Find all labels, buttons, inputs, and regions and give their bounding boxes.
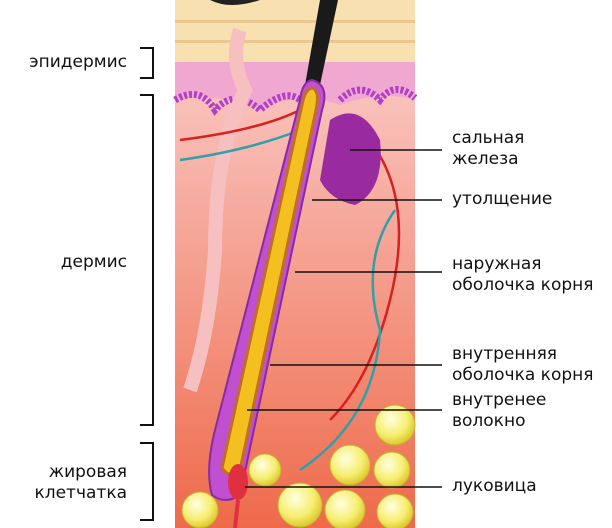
label-fat-line2: клетчатка — [34, 483, 127, 503]
label-dermis: дермис — [60, 252, 127, 272]
brackets — [140, 47, 154, 521]
label-outer-line1: наружная — [452, 254, 542, 274]
label-fiber-line2: волокно — [452, 411, 526, 431]
epidermis-layer — [175, 0, 415, 62]
label-sebaceous-gland: сальная железа — [452, 128, 524, 170]
fat-bracket — [140, 442, 154, 521]
fat-cells — [181, 404, 416, 528]
label-fat-line1: жировая — [48, 462, 127, 482]
label-fiber-line1: внутренее — [452, 390, 547, 410]
label-inner-root-sheath: внутренняя оболочка корня — [452, 344, 594, 386]
hair-shaft — [305, 0, 338, 85]
label-inner-line1: внутренняя — [452, 344, 558, 364]
label-inner-line2: оболочка корня — [452, 365, 594, 385]
label-sebaceous-line1: сальная — [452, 128, 525, 148]
label-inner-fiber: внутренее волокно — [452, 390, 546, 432]
label-bulb: луковица — [452, 476, 537, 496]
bulb-papilla — [228, 464, 248, 500]
sebaceous-gland — [320, 113, 381, 205]
label-epidermis: эпидермис — [29, 52, 127, 72]
label-outer-line2: оболочка корня — [452, 275, 594, 295]
leader-lines — [245, 149, 442, 488]
skin-section — [173, 0, 418, 528]
label-bulge: утолщение — [452, 189, 553, 209]
epidermis-bracket — [140, 47, 154, 79]
label-fat: жировая клетчатка — [0, 462, 127, 504]
dermis-bracket — [140, 94, 154, 426]
label-outer-root-sheath: наружная оболочка корня — [452, 254, 594, 296]
label-sebaceous-line2: железа — [452, 149, 519, 169]
